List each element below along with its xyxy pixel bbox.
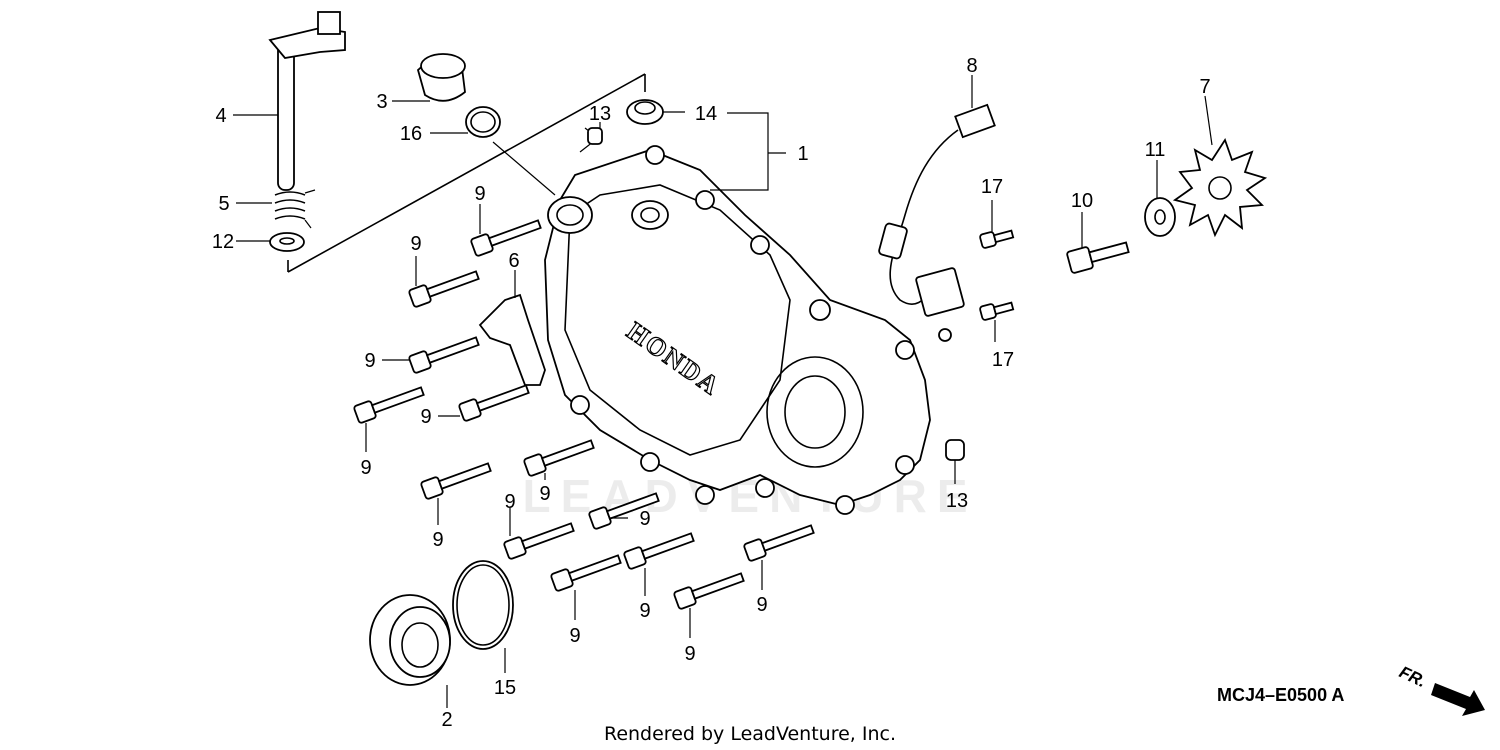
callout-13: 13 <box>589 103 611 125</box>
flange-bolts <box>353 219 1130 610</box>
callout-9: 9 <box>756 594 767 616</box>
callout-labels: 1 2 3 4 5 6 7 8 9 9 9 9 9 9 9 9 9 9 9 9 … <box>212 55 1211 731</box>
callout-6: 6 <box>508 250 519 272</box>
arrow-icon <box>1431 683 1485 716</box>
front-direction-arrow: FR. <box>1396 662 1485 716</box>
callout-3: 3 <box>376 91 387 113</box>
callout-9: 9 <box>432 529 443 551</box>
part-8-sensor <box>878 103 996 342</box>
callout-14: 14 <box>695 103 717 125</box>
callout-8: 8 <box>966 55 977 77</box>
callout-11: 11 <box>1145 139 1166 161</box>
part-6-bracket <box>478 293 546 386</box>
right-crankcase-cover: HONDA <box>544 145 931 515</box>
part-13-dowel-right <box>945 439 965 461</box>
part-7-pulser-rotor <box>1172 137 1268 238</box>
callout-9: 9 <box>410 233 421 255</box>
part-3-filler-cap <box>416 53 466 102</box>
front-label: FR. <box>1396 662 1429 691</box>
render-credit: Rendered by LeadVenture, Inc. <box>604 723 896 745</box>
callout-7: 7 <box>1199 76 1210 98</box>
callout-9: 9 <box>684 643 695 665</box>
callout-1: 1 <box>797 143 808 165</box>
part-2-plug <box>369 594 451 686</box>
callout-15: 15 <box>494 677 516 699</box>
callout-9: 9 <box>360 457 371 479</box>
part-5-spring <box>274 189 316 229</box>
part-13-dowel-top <box>587 127 603 145</box>
callout-9: 9 <box>539 483 550 505</box>
part-11-washer <box>1144 197 1176 237</box>
callout-9: 9 <box>364 350 375 372</box>
callout-2: 2 <box>441 709 452 731</box>
callout-9: 9 <box>569 625 580 647</box>
part-15-o-ring <box>452 560 514 650</box>
callout-13: 13 <box>946 490 968 512</box>
leader-lines <box>233 75 1213 708</box>
callout-9: 9 <box>639 600 650 622</box>
callout-9: 9 <box>639 508 650 530</box>
callout-10: 10 <box>1071 190 1093 212</box>
diagram-code: MCJ4–E0500 A <box>1217 685 1344 705</box>
callout-9: 9 <box>420 406 431 428</box>
callout-16: 16 <box>400 123 422 145</box>
callout-5: 5 <box>218 193 229 215</box>
callout-9: 9 <box>504 491 515 513</box>
callout-12: 12 <box>212 231 234 253</box>
callout-4: 4 <box>215 105 226 127</box>
callout-17: 17 <box>992 349 1014 371</box>
assembly-frame <box>287 73 646 273</box>
callout-9: 9 <box>474 183 485 205</box>
part-4-arm <box>268 11 346 191</box>
part-12-washer <box>269 232 305 252</box>
part-14-seal <box>626 99 664 125</box>
callout-17: 17 <box>981 176 1003 198</box>
